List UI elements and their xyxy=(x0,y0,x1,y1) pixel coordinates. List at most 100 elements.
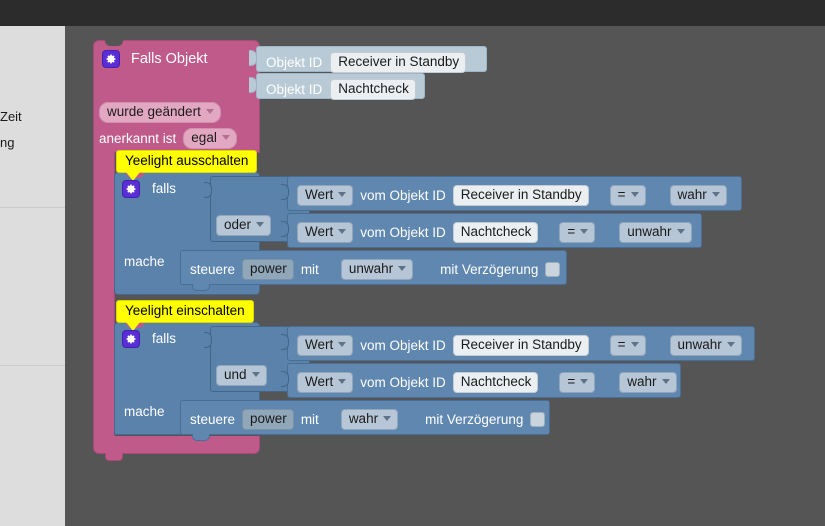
gear-icon[interactable] xyxy=(102,50,120,68)
trigger-dropdown[interactable]: wurde geändert xyxy=(99,102,221,123)
value-dropdown-1a[interactable]: Wert xyxy=(297,185,354,206)
action-delay-label-1: mit Verzögerung xyxy=(440,261,539,277)
action-verb-1: steuere xyxy=(190,261,236,277)
event-block-spine xyxy=(93,152,115,437)
object-field-2b[interactable]: Nachtcheck xyxy=(452,372,539,393)
comment-balloon-1[interactable]: Yeelight ausschalten xyxy=(116,150,258,173)
of-label-2a: vom Objekt ID xyxy=(360,337,446,353)
object-id-row-1: Objekt ID Receiver in Standby xyxy=(266,52,467,73)
gear-icon[interactable] xyxy=(122,330,140,348)
ack-dropdown[interactable]: egal xyxy=(183,128,237,149)
logic-connector-2 xyxy=(204,332,212,348)
event-block-footer xyxy=(93,436,260,454)
compare-label-1a: = xyxy=(617,187,626,202)
compare-dropdown-1b[interactable]: = xyxy=(559,222,596,243)
toolbox-divider xyxy=(0,207,65,208)
action-value-label-1: unwahr xyxy=(348,261,394,276)
compare-label-1b: = xyxy=(567,224,576,239)
compare-dropdown-1a[interactable]: = xyxy=(609,185,646,206)
condition-row-1b: Wert vom Objekt ID Nachtcheck = unwahr xyxy=(297,222,692,243)
operand-dropdown-1b[interactable]: unwahr xyxy=(619,222,692,243)
object-field-2a[interactable]: Receiver in Standby xyxy=(452,335,589,356)
chevron-down-icon xyxy=(661,379,670,385)
chevron-down-icon xyxy=(338,229,347,235)
action-delay-checkbox-2[interactable] xyxy=(530,411,546,427)
chevron-down-icon xyxy=(676,229,685,235)
action-verb-2: steuere xyxy=(190,411,236,427)
operand-dropdown-2a[interactable]: unwahr xyxy=(669,335,742,356)
value-dropdown-1b[interactable]: Wert xyxy=(297,222,354,243)
action-block-1-notch xyxy=(192,284,210,291)
condition-connector-2b xyxy=(281,371,289,387)
value-dropdown-label-1b: Wert xyxy=(305,224,334,239)
event-block-title-row: Falls Objekt xyxy=(102,50,208,68)
if-block-1-title-row: falls xyxy=(122,180,176,198)
condition-row-1a: Wert vom Objekt ID Receiver in Standby =… xyxy=(297,185,727,206)
of-label-1b: vom Objekt ID xyxy=(360,224,446,240)
action-target-1[interactable]: power xyxy=(242,259,294,280)
comment-balloon-2[interactable]: Yeelight einschalten xyxy=(116,300,254,323)
condition-connector-1b xyxy=(281,221,289,237)
value-dropdown-2b[interactable]: Wert xyxy=(297,372,354,393)
chevron-down-icon xyxy=(256,222,265,228)
ack-row: anerkannt ist egal xyxy=(99,128,237,149)
value-dropdown-label-2b: Wert xyxy=(305,374,334,389)
chevron-down-icon xyxy=(398,266,407,272)
object-id-connector-1 xyxy=(249,50,257,66)
object-id-connector-2 xyxy=(249,77,257,93)
operator-dropdown-wrap-1[interactable]: oder xyxy=(216,215,272,236)
compare-dropdown-2a[interactable]: = xyxy=(609,335,646,356)
action-delay-checkbox-1[interactable] xyxy=(545,261,561,277)
chevron-down-icon xyxy=(580,379,589,385)
toolbox-item-label-ng[interactable]: ng xyxy=(0,135,15,150)
condition-row-2a: Wert vom Objekt ID Receiver in Standby =… xyxy=(297,335,742,356)
blockly-toolbox-sidebar[interactable] xyxy=(0,26,65,526)
object-id-row-2: Objekt ID Nachtcheck xyxy=(266,79,416,100)
trigger-dropdown-label: wurde geändert xyxy=(107,104,201,119)
if-label-2: falls xyxy=(152,331,177,347)
toolbox-item-label-zeit[interactable]: Zeit xyxy=(0,109,22,124)
operator-label-1: oder xyxy=(224,217,252,232)
chevron-down-icon xyxy=(580,229,589,235)
object-id-label-1: Objekt ID xyxy=(266,54,323,70)
of-label-2b: vom Objekt ID xyxy=(360,374,446,390)
condition-row-2b: Wert vom Objekt ID Nachtcheck = wahr xyxy=(297,372,677,393)
object-id-value-2[interactable]: Nachtcheck xyxy=(330,79,416,100)
object-field-1a[interactable]: Receiver in Standby xyxy=(452,185,589,206)
chevron-down-icon xyxy=(338,342,347,348)
object-field-1b[interactable]: Nachtcheck xyxy=(452,222,539,243)
compare-label-2a: = xyxy=(617,337,626,352)
action-value-dropdown-1[interactable]: unwahr xyxy=(340,259,414,280)
operand-dropdown-2b[interactable]: wahr xyxy=(619,372,677,393)
action-value-dropdown-2[interactable]: wahr xyxy=(340,409,399,430)
compare-dropdown-2b[interactable]: = xyxy=(559,372,596,393)
compare-label-2b: = xyxy=(567,374,576,389)
trigger-dropdown-wrap[interactable]: wurde geändert xyxy=(99,102,221,123)
object-id-label-2: Objekt ID xyxy=(266,81,323,97)
of-label-1a: vom Objekt ID xyxy=(360,187,446,203)
if-block-2-title-row: falls xyxy=(122,330,176,348)
chevron-down-icon xyxy=(711,192,720,198)
ack-label: anerkannt ist xyxy=(99,130,177,146)
action-block-2-notch xyxy=(192,434,210,441)
operand-label-1a: wahr xyxy=(677,187,707,202)
action-target-2[interactable]: power xyxy=(242,409,294,430)
operator-dropdown-wrap-2[interactable]: und xyxy=(216,365,267,386)
operand-label-2a: unwahr xyxy=(677,337,722,352)
action-delay-label-2: mit Verzögerung xyxy=(425,411,524,427)
operator-label-2: und xyxy=(224,367,247,382)
if-block-1-footer xyxy=(114,289,260,295)
operand-label-1b: unwahr xyxy=(627,224,672,239)
object-id-value-1[interactable]: Receiver in Standby xyxy=(330,52,467,73)
value-dropdown-label-1a: Wert xyxy=(305,187,334,202)
operand-dropdown-1a[interactable]: wahr xyxy=(669,185,727,206)
operator-dropdown-2[interactable]: und xyxy=(216,365,267,386)
operator-dropdown-1[interactable]: oder xyxy=(216,215,272,236)
chevron-down-icon xyxy=(338,379,347,385)
do-label-2: mache xyxy=(124,404,165,419)
value-dropdown-2a[interactable]: Wert xyxy=(297,335,354,356)
event-block-title: Falls Objekt xyxy=(131,50,208,67)
gear-icon[interactable] xyxy=(122,180,140,198)
title-bar xyxy=(0,0,825,26)
